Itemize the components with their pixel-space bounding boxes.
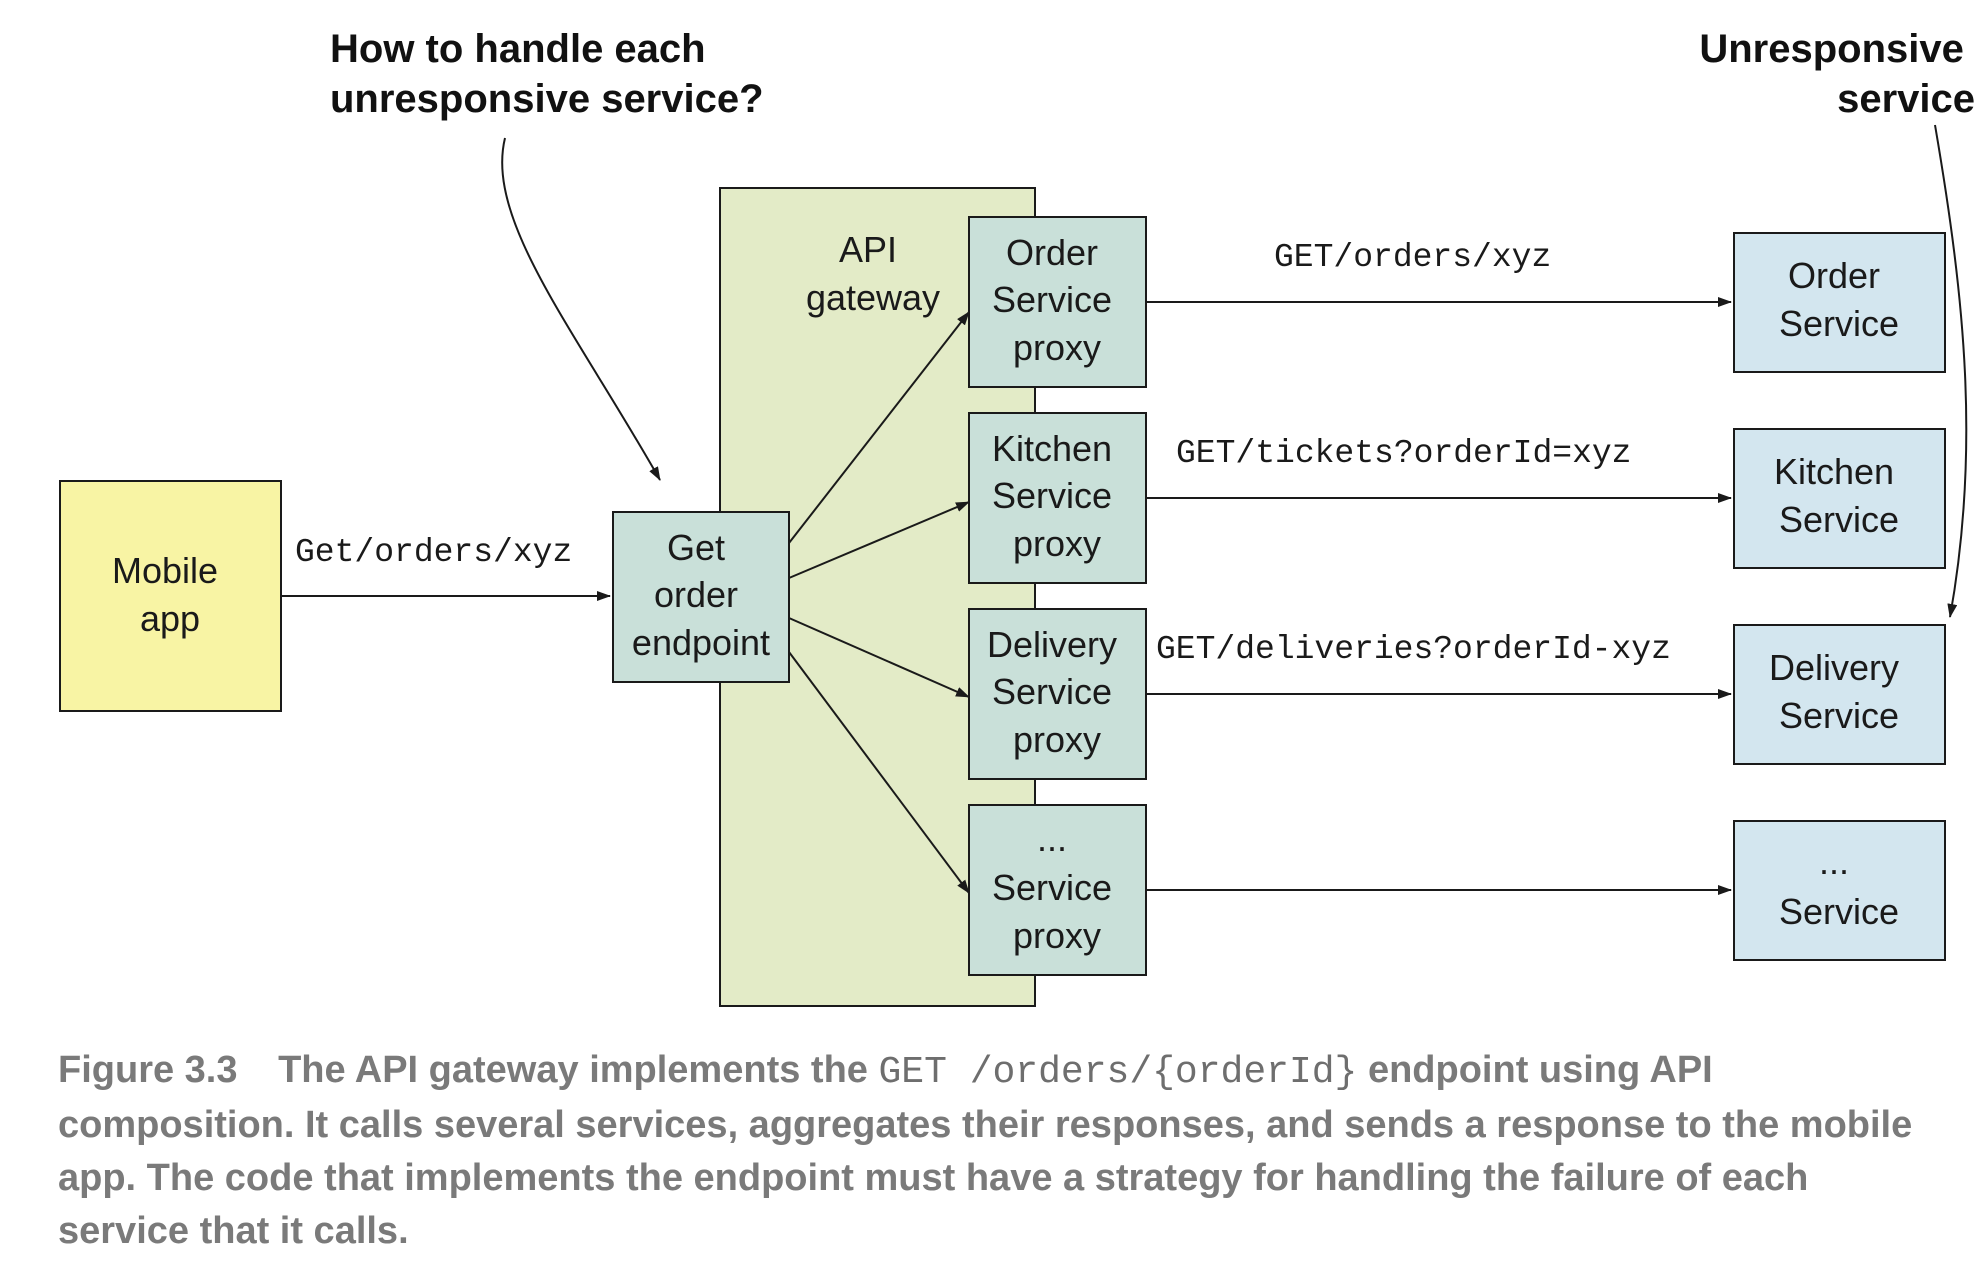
call-label-tickets: GET/tickets?orderId=xyz (1176, 435, 1631, 472)
delivery-service-proxy-label: Delivery Service proxy (987, 624, 1127, 760)
callout-right-pointer (1934, 124, 1968, 618)
order-service-proxy-box (968, 216, 1147, 388)
other-service-proxy-label: ... Service proxy (992, 818, 1122, 956)
callout-left-pointer (501, 137, 661, 481)
kitchen-service-proxy-box (968, 412, 1147, 584)
api-composition-diagram: How to handle each unresponsive service?… (59, 27, 1975, 1007)
fanout-arrow-order (788, 311, 970, 544)
caption-text-after-code: endpoint using API composition. It calls… (58, 1049, 1913, 1252)
other-service-proxy-box (968, 804, 1147, 976)
order-service-box (1733, 232, 1946, 373)
get-order-endpoint-label: Get order endpoint (632, 527, 770, 663)
caption-text-before-code: The API gateway implements the (278, 1049, 868, 1091)
call-label-orders: GET/orders/xyz (1274, 239, 1551, 276)
delivery-service-proxy-box (968, 608, 1147, 780)
callout-how-to-handle: How to handle each unresponsive service? (330, 27, 764, 121)
fanout-arrow-other (788, 651, 970, 894)
order-service-proxy-label: Order Service proxy (992, 232, 1122, 368)
mobile-app-label: Mobile app (112, 550, 228, 639)
kitchen-service-box (1733, 428, 1946, 569)
api-gateway-label: API gateway (806, 229, 940, 318)
mobile-app-box (59, 480, 282, 712)
kitchen-service-proxy-label: Kitchen Service proxy (992, 428, 1122, 564)
get-order-endpoint-box (612, 511, 790, 683)
order-service-label: Order Service (1779, 255, 1899, 344)
delivery-service-label: Delivery Service (1769, 647, 1909, 736)
call-label-deliveries: GET/deliveries?orderId-xyz (1156, 631, 1671, 668)
other-service-box (1733, 820, 1946, 961)
other-service-label: ... Service (1779, 841, 1899, 932)
callout-unresponsive-service: Unresponsive service (1699, 27, 1975, 121)
fanout-arrow-delivery (788, 617, 970, 698)
figure-number: Figure 3.3 (58, 1049, 238, 1091)
kitchen-service-label: Kitchen Service (1774, 451, 1904, 540)
request-label: Get/orders/xyz (295, 534, 572, 571)
figure-caption: Figure 3.3 The API gateway implements th… (58, 1044, 1938, 1258)
fanout-arrow-kitchen (788, 501, 970, 579)
caption-code: GET /orders/{orderId} (878, 1051, 1358, 1094)
delivery-service-box (1733, 624, 1946, 765)
